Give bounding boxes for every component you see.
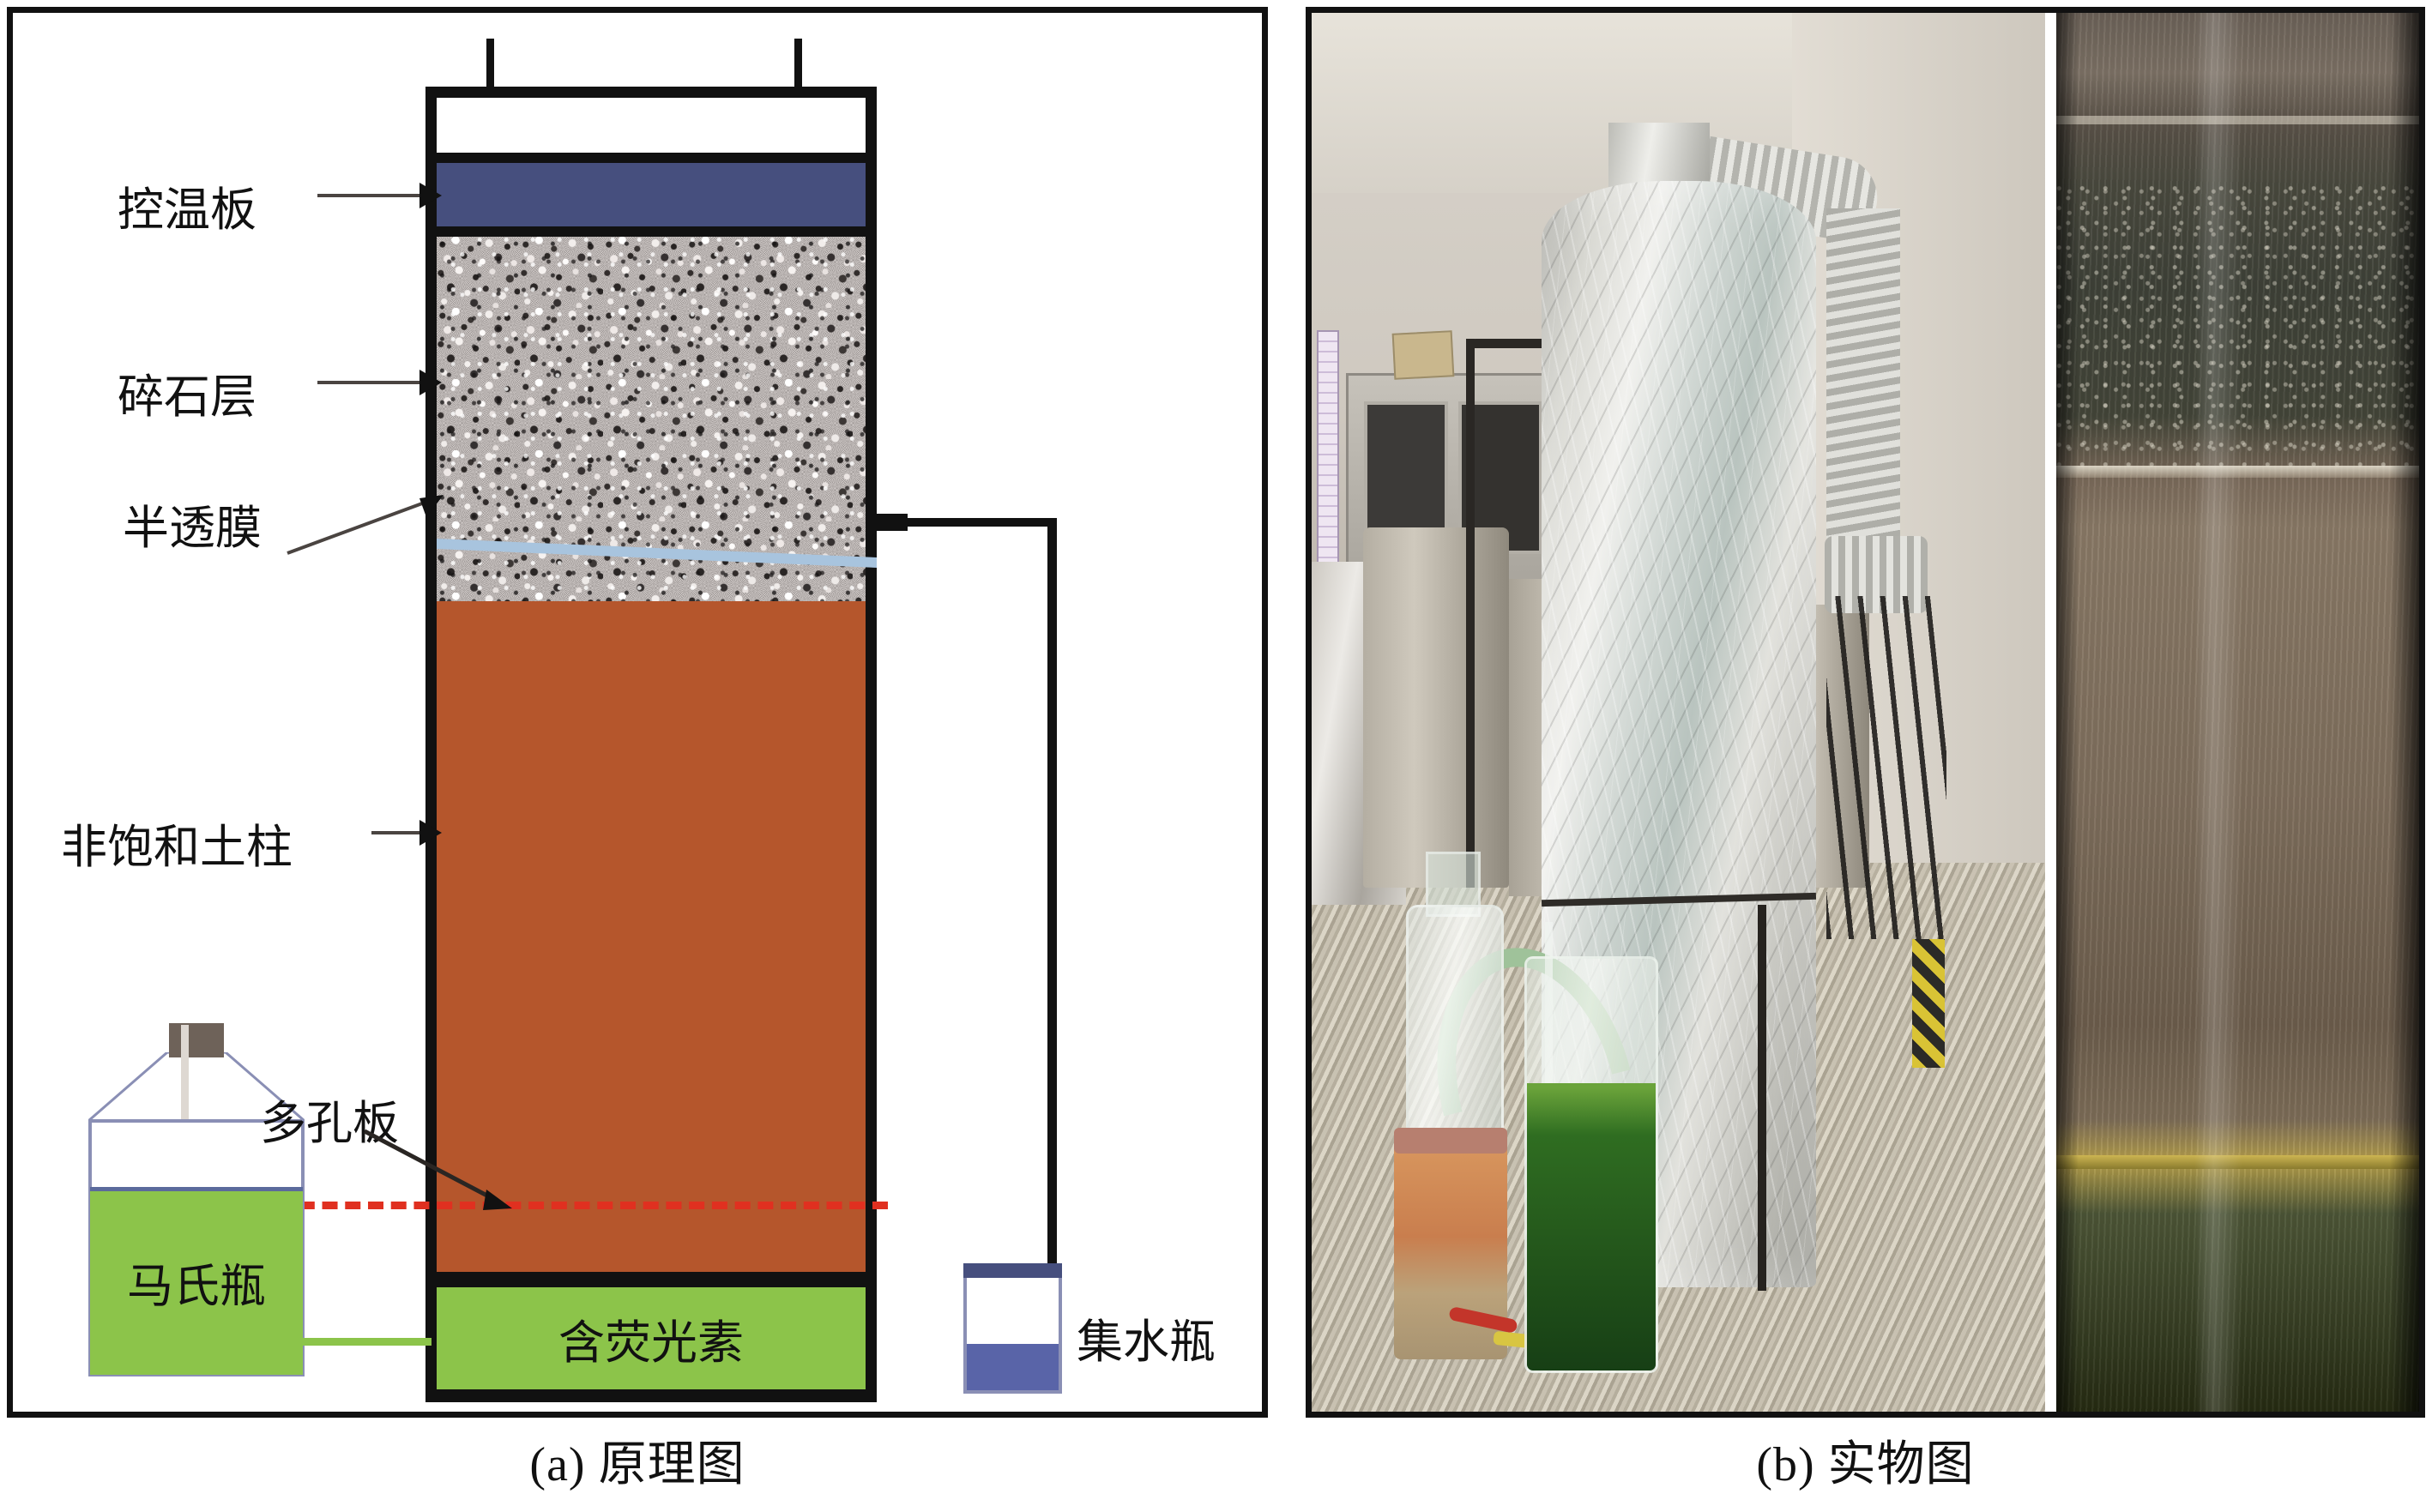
column-headspace (437, 98, 866, 153)
frame-pipe-left (1466, 339, 1475, 888)
soil-core-closeup-photo (2056, 13, 2419, 1412)
soil-column-assembly: 含荧光素 (425, 87, 877, 1402)
temperature-plate-leader (317, 194, 425, 197)
hazard-stripe-post (1912, 939, 1945, 1068)
column-seam-vertical (1758, 905, 1766, 1291)
outlet-tube-vertical (1047, 518, 1057, 1266)
panel-a-caption: (a) 原理图 (529, 1438, 745, 1491)
gravel-layer-arrow (419, 370, 442, 395)
outlet-port (866, 514, 908, 531)
gravel-layer (437, 237, 866, 601)
core-band-upper (2056, 116, 2419, 124)
mariotte-bottle-neck (88, 1052, 305, 1121)
probe-right-stem (794, 39, 802, 117)
insulated-duct-vertical (1826, 208, 1900, 569)
photo-divider (2045, 13, 2057, 1412)
core-gravel-texture (2056, 184, 2419, 467)
column-wall-left (425, 87, 437, 1402)
outlet-tube-horizontal (902, 518, 1056, 527)
gravel-layer-label: 碎石层 (118, 371, 256, 423)
column-bottom-cap (425, 1389, 877, 1402)
core-band-lower (2056, 1155, 2419, 1169)
water-collection-bottle-label: 集水瓶 (1077, 1316, 1216, 1368)
core-glass-glare (2194, 13, 2242, 1412)
temperature-control-plate (437, 163, 866, 226)
semi-permeable-membrane (437, 539, 877, 568)
fluorescein-label: 含荧光素 (558, 1317, 744, 1369)
fluorescein-liquid (1527, 1083, 1656, 1370)
mariotte-bottle-label: 马氏瓶 (127, 1261, 266, 1312)
unsaturated-soil-column-arrow (419, 820, 442, 846)
steel-tank-a (1363, 527, 1509, 888)
panel-a-schematic: 含荧光素 集水瓶 马氏瓶 控温板 (7, 7, 1268, 1418)
panel-b-photograph (1306, 7, 2425, 1418)
gravel-layer-leader (317, 381, 425, 384)
probe-left-stem (486, 39, 494, 117)
temperature-plate-label: 控温板 (118, 184, 256, 236)
mariotte-outlet-line (301, 1338, 431, 1346)
core-band-middle (2056, 466, 2419, 478)
cable-bundle (1826, 596, 1946, 939)
collection-bottle-liquid (967, 1344, 1059, 1390)
temperature-plate-arrow (419, 183, 442, 208)
fluorescein-cylinder (1524, 956, 1658, 1373)
panel-b-caption: (b) 实物图 (1756, 1438, 1975, 1491)
semi-permeable-membrane-label: 半透膜 (123, 503, 262, 554)
core-edge-left (2056, 13, 2079, 1412)
column-wall-right (866, 87, 877, 1402)
collection-bottle-cap (963, 1263, 1062, 1278)
mariotte-bottle-cap (169, 1023, 224, 1057)
unsaturated-soil-column (437, 601, 866, 1272)
porous-plate-label: 多孔板 (260, 1098, 399, 1149)
column-top-cap (425, 87, 877, 98)
lab-apparatus-photo (1312, 13, 2049, 1412)
amber-bottle-cap (1394, 1128, 1507, 1154)
core-edge-right (2390, 13, 2419, 1412)
mariotte-air-tube (181, 1025, 189, 1210)
plate-divider-bottom (437, 226, 866, 237)
fluorescein-reservoir (437, 1287, 866, 1389)
plate-divider-top (437, 153, 866, 163)
semi-permeable-membrane-leader (287, 495, 444, 555)
porous-plate (437, 1272, 866, 1287)
unsaturated-soil-column-label: 非饱和土柱 (61, 822, 293, 873)
cardboard-box (1391, 330, 1455, 380)
mariotte-bottle-liquid (90, 1187, 303, 1375)
measuring-ruler (1317, 330, 1339, 591)
unsaturated-soil-column-leader (371, 831, 425, 834)
porous-plate-leader (363, 1129, 512, 1210)
